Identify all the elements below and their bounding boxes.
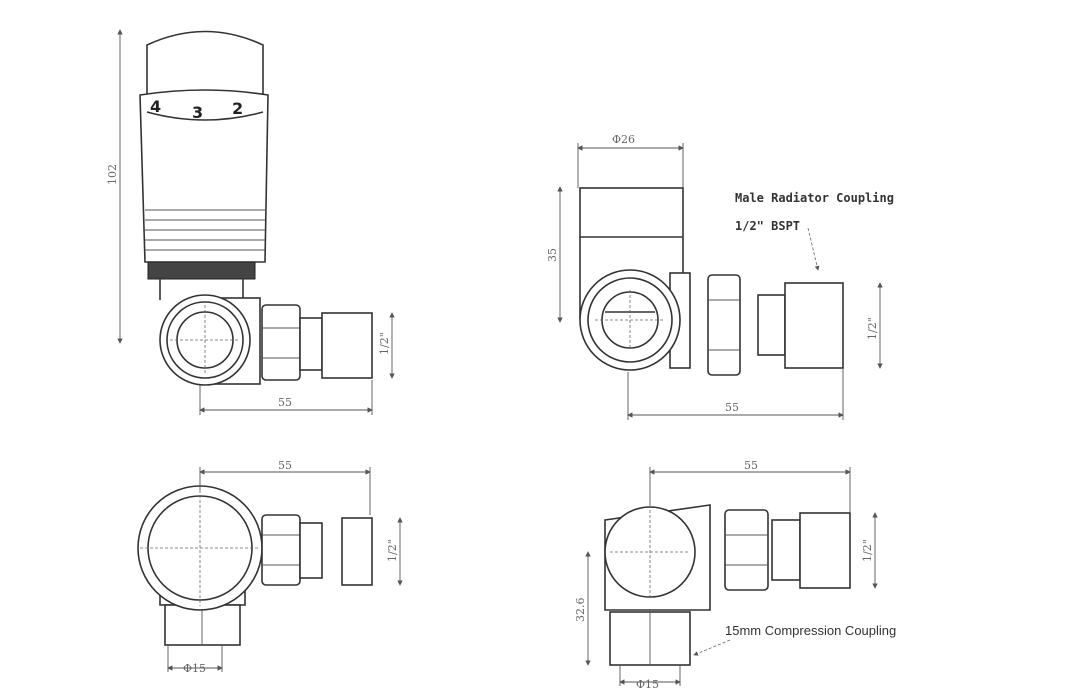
pipe-dim-label: Φ15 bbox=[636, 678, 659, 691]
thread-dim-label: 1/2" bbox=[861, 539, 874, 562]
dial-number: 4 bbox=[150, 97, 161, 116]
view-top-left: 55 1/2" Φ15 bbox=[137, 459, 403, 675]
thread-dim-label: 1/2" bbox=[386, 539, 399, 562]
offset-dim-label: 32.6 bbox=[574, 598, 587, 623]
length-dim-label: 55 bbox=[744, 459, 758, 472]
thermostatic-head: 4 3 2 bbox=[139, 30, 269, 280]
callout-bspt: 1/2" BSPT bbox=[735, 219, 800, 233]
length-dim-label: 55 bbox=[278, 396, 292, 409]
view-top-right: 55 1/2" 32.6 Φ15 15mm Compression Coupli… bbox=[574, 459, 896, 691]
length-dim-label: 55 bbox=[725, 401, 739, 414]
height-dim-label: 35 bbox=[546, 248, 559, 262]
view-front-without-head: Φ26 35 1/2" 55 Male Radiator Coupling 1/… bbox=[546, 133, 894, 420]
pipe-dim-label: Φ15 bbox=[183, 662, 206, 675]
callout-male-radiator-coupling: Male Radiator Coupling bbox=[735, 191, 894, 205]
callout-compression-coupling: 15mm Compression Coupling bbox=[725, 623, 896, 638]
thread-dim-label: 1/2" bbox=[866, 317, 879, 340]
diameter-dim-label: Φ26 bbox=[612, 133, 635, 146]
height-dim-label: 102 bbox=[106, 164, 119, 185]
view-front-with-head: 4 3 2 102 55 1/2" bbox=[106, 29, 395, 415]
thread-dim-label: 1/2" bbox=[378, 332, 391, 355]
dial-number: 3 bbox=[192, 103, 203, 122]
dial-number: 2 bbox=[232, 99, 243, 118]
length-dim-label: 55 bbox=[278, 459, 292, 472]
